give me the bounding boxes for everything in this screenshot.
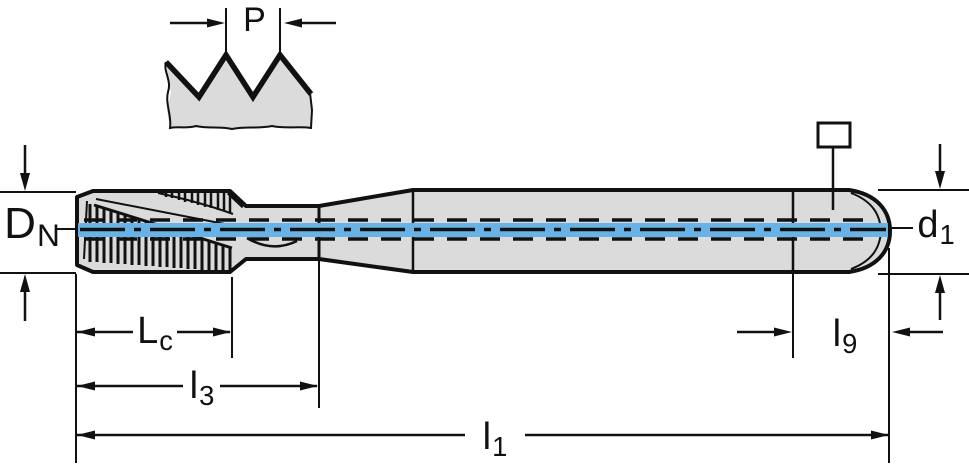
lc-arrowhead-right (213, 327, 231, 337)
l1-arrowhead-left (77, 430, 95, 440)
label-square-length-sub: 9 (842, 327, 858, 359)
centerline (78, 218, 888, 241)
centerline-blue-band (78, 223, 888, 237)
pitch-dimension (170, 8, 336, 54)
label-chamfer-length-sub: c (159, 324, 173, 356)
label-nominal-diameter-base: D (4, 199, 36, 248)
label-shank-diameter-base: d (917, 204, 939, 246)
square-drive-icon (816, 121, 852, 210)
lc-arrowhead-left (77, 327, 95, 337)
dn-dimension (0, 145, 78, 321)
d1-dimension (878, 144, 969, 320)
thread-profile-fill (166, 55, 312, 129)
label-square-length: l9 (832, 313, 858, 357)
label-chamfer-length: Lc (137, 310, 173, 354)
thread-profile-crest-outline (163, 49, 314, 103)
label-thread-length-sub: 3 (199, 379, 215, 411)
label-square-length-base: l (832, 313, 842, 355)
lc-dimension (77, 327, 231, 337)
bottom-extension-lines (75, 248, 890, 463)
label-chamfer-length-base: L (137, 310, 159, 352)
label-pitch: P (243, 3, 267, 37)
label-overall-length: l1 (482, 416, 508, 460)
l3-dimension (77, 381, 318, 391)
dn-arrowhead-top (20, 173, 30, 191)
label-thread-length-base: l (189, 365, 199, 407)
l1-dimension (77, 430, 889, 440)
label-nominal-diameter-sub: N (36, 216, 60, 253)
label-nominal-diameter: DN (4, 199, 60, 251)
l9-dimension (737, 327, 943, 337)
square-drive-symbol (816, 121, 852, 149)
label-overall-length-sub: 1 (492, 430, 508, 462)
thread-profile-break-outline (164, 61, 314, 131)
thread-profile-detail (163, 49, 314, 131)
label-overall-length-base: l (482, 416, 492, 458)
l1-arrowhead-right (871, 430, 889, 440)
flute-upper-line (95, 198, 236, 227)
l9-arrowhead-left (774, 327, 792, 337)
label-shank-diameter-sub: 1 (939, 218, 955, 250)
pitch-arrowhead-left (207, 18, 225, 28)
label-thread-length: l3 (189, 365, 215, 409)
dn-extension-lines (0, 191, 76, 274)
dn-arrowhead-bottom (20, 274, 30, 292)
label-shank-diameter: d1 (917, 204, 954, 248)
d1-extension-lines (878, 189, 969, 275)
pitch-arrowhead-right (284, 18, 302, 28)
pitch-extension-lines (225, 8, 281, 54)
l9-arrowhead-right (892, 327, 910, 337)
d1-arrowhead-top (935, 171, 945, 189)
d1-arrowhead-bottom (935, 275, 945, 293)
label-pitch-base: P (243, 1, 266, 39)
thread-hatching-top (164, 192, 232, 213)
l3-arrowhead-left (77, 381, 95, 391)
l3-arrowhead-right (300, 381, 318, 391)
